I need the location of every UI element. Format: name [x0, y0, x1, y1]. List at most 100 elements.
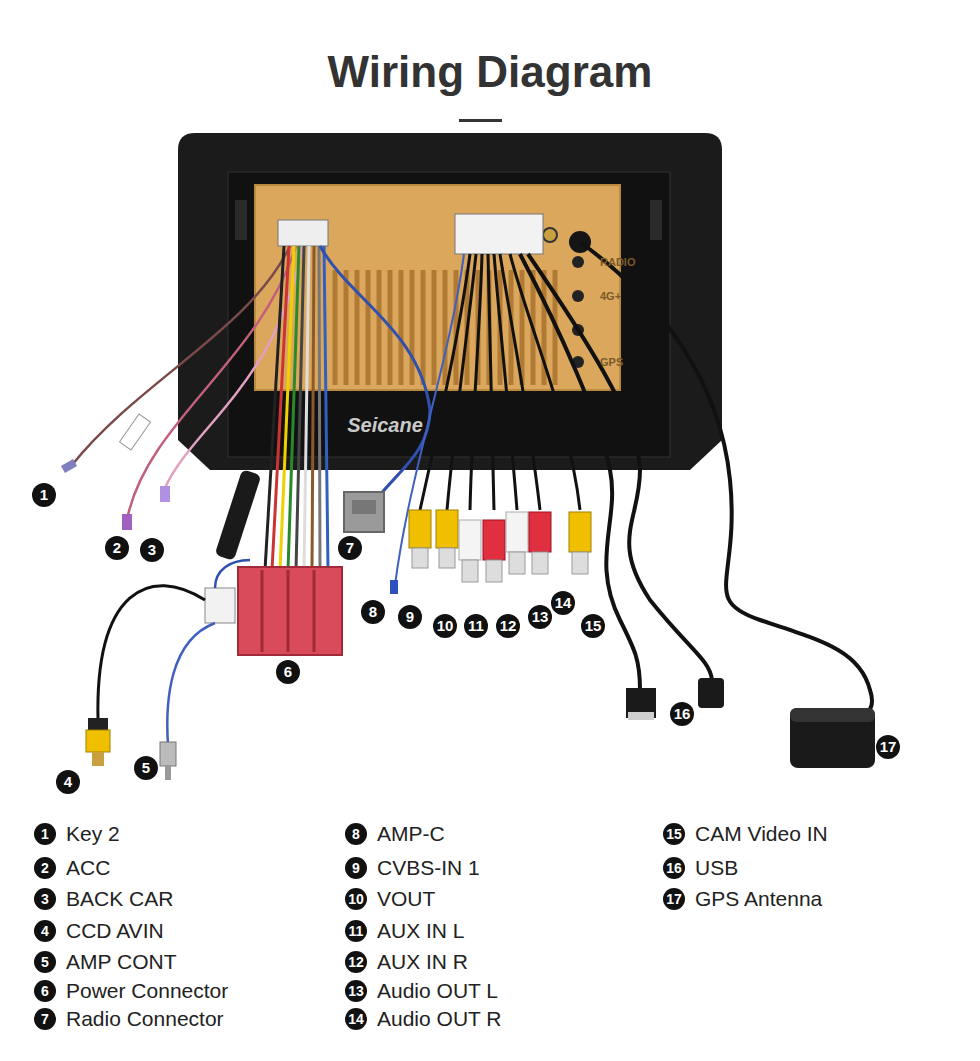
callout-number: 13 [345, 980, 367, 1002]
callout-number: 5 [134, 756, 158, 780]
callout-number: 17 [876, 735, 900, 759]
chassis-panel-part-part [410, 270, 415, 385]
callout-number: 12 [345, 951, 367, 973]
radio-connector [344, 492, 384, 532]
thin-wires-part [72, 246, 290, 465]
thin-wires-part [120, 414, 151, 450]
rca-cables-part [488, 254, 494, 510]
title-rule [459, 119, 502, 122]
legend-item-text: VOUT [377, 887, 435, 911]
chassis-panel-part-part [421, 270, 426, 385]
rca-plugs-part [532, 552, 548, 574]
watermark: Seicane [347, 414, 423, 437]
chassis-panel-part-part [355, 270, 360, 385]
rca-plugs [409, 510, 591, 582]
rca-plugs-part [569, 512, 591, 552]
legend-item-text: ACC [66, 856, 110, 880]
legend-item-text: CAM Video IN [695, 822, 828, 846]
callout-number: 1 [32, 483, 56, 507]
rca-cables-part [510, 254, 580, 510]
rca-plugs-part [462, 560, 478, 582]
usb-plugs-part [628, 712, 654, 720]
legend-item-text: Radio Connector [66, 1007, 224, 1031]
thin-wires [61, 246, 302, 530]
callout-number: 10 [433, 614, 457, 638]
gps-antenna-part [790, 708, 875, 722]
head-unit-frame-part [235, 200, 247, 240]
chassis-panel-part [572, 290, 584, 302]
callout-number: 12 [496, 614, 520, 638]
chassis-panel-part-part [399, 270, 404, 385]
callout-number: 1 [34, 823, 56, 845]
legend-item-text: AMP-C [377, 822, 445, 846]
diagram-title: Wiring Diagram [328, 47, 653, 97]
thin-wires-part [61, 459, 77, 473]
usb-gps-cables-part [580, 242, 872, 717]
port-label: RADIO [600, 256, 635, 268]
power-connector-part [261, 570, 264, 652]
chassis-panel-part [278, 220, 328, 246]
callout-number: 4 [34, 920, 56, 942]
callout-number: 15 [663, 823, 685, 845]
power-connector-part [86, 730, 110, 752]
chassis-panel-part-part [443, 270, 448, 385]
radio-connector-part [344, 492, 384, 532]
rca-cables-part [470, 254, 482, 510]
callout-number: 6 [34, 980, 56, 1002]
power-connector-part [205, 588, 235, 623]
chassis-panel-part-part [366, 270, 371, 385]
chassis-panel-part-part [344, 270, 349, 385]
port-label: 4G+ [600, 290, 621, 302]
power-harness-part [304, 246, 309, 570]
power-harness-part [215, 469, 262, 561]
callout-number: 9 [398, 605, 422, 629]
power-connector-part [238, 567, 342, 655]
chassis-panel-part [543, 228, 557, 242]
callout-number: 3 [140, 538, 164, 562]
rca-plugs-part [486, 560, 502, 582]
radio-connector-part [352, 500, 376, 514]
power-connector [86, 560, 342, 780]
legend-item-text: USB [695, 856, 738, 880]
callout-number: 10 [345, 888, 367, 910]
power-harness-part [296, 246, 304, 570]
gps-antenna [790, 708, 875, 768]
rca-plugs-part [506, 512, 528, 552]
gps-antenna-part [790, 708, 875, 768]
power-harness [215, 246, 430, 570]
rca-plugs-part [483, 520, 505, 560]
callout-number: 4 [56, 770, 80, 794]
callout-number: 11 [345, 920, 367, 942]
usb-gps-cables-part [520, 254, 640, 690]
power-connector-part [98, 586, 205, 720]
chassis-panel-part-part [377, 270, 382, 385]
rca-plugs-part [412, 548, 428, 568]
rca-plugs-part [459, 520, 481, 560]
rca-cables-part [390, 580, 398, 594]
callout-number: 9 [345, 857, 367, 879]
callout-number: 14 [345, 1008, 367, 1030]
usb-gps-cables-part [528, 254, 712, 680]
legend-item-text: GPS Antenna [695, 887, 822, 911]
legend-item-text: AMP CONT [66, 950, 176, 974]
power-harness-part [312, 246, 314, 570]
power-connector-part [215, 560, 250, 588]
callout-number: 2 [34, 857, 56, 879]
callout-number: 15 [581, 614, 605, 638]
legend-item-text: Audio OUT L [377, 979, 498, 1003]
callout-number: 13 [528, 605, 552, 629]
power-harness-part [320, 246, 430, 495]
usb-gps-cables [520, 242, 872, 717]
chassis-panel-part [335, 270, 555, 385]
thin-wires-part [122, 514, 132, 530]
rca-plugs-part [436, 510, 458, 548]
callout-number: 8 [361, 600, 385, 624]
callout-number: 2 [105, 536, 129, 560]
legend-item-text: AUX IN R [377, 950, 468, 974]
callout-number: 14 [551, 591, 575, 615]
power-harness-part [319, 246, 320, 570]
power-connector-part [160, 742, 176, 766]
rca-plugs-part [439, 548, 455, 568]
callout-number: 16 [670, 702, 694, 726]
legend-item-text: CVBS-IN 1 [377, 856, 480, 880]
